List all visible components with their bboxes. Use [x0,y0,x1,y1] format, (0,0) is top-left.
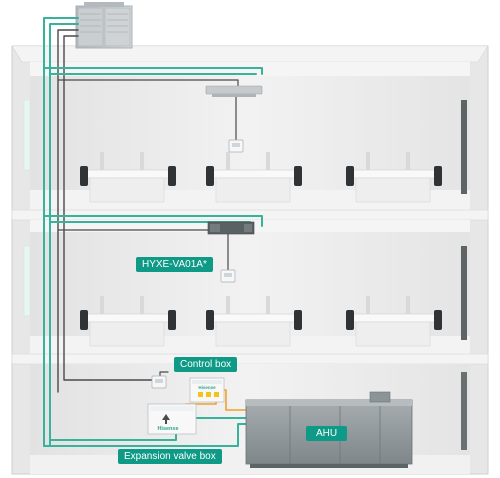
office-chair-icon [346,166,442,186]
office-desk-icon [349,296,437,347]
office-desk-icon [209,152,297,203]
office-furniture-middle [80,296,442,347]
control-box-icon: Hisense [189,377,225,403]
controller-model-label: HYXE-VA01A* [136,257,213,272]
expansion-valve-box-icon: Hisense [147,403,197,435]
office-desk-icon [209,296,297,347]
duct-unit-icon [207,221,255,235]
office-chair-icon [206,310,302,330]
office-chair-icon [346,310,442,330]
roof [11,45,489,63]
window-icon [23,99,31,317]
office-desk-icon [83,296,171,347]
office-chair-icon [80,166,176,186]
outdoor-unit-icon [75,2,133,49]
wired-controller-icon [220,269,236,283]
office-desk-icon [83,152,171,203]
wired-controller-icon [228,139,244,153]
ahu-label: AHU [306,426,348,441]
office-furniture-top [80,152,442,203]
window-icon [461,100,467,450]
brand-logo-control: Hisense [198,385,216,390]
expansion-valve-box-label: Expansion valve box [118,449,222,464]
office-chair-icon [80,310,176,330]
floor-slab-2 [11,353,489,365]
brand-logo-valve: Hisense [157,426,178,432]
wired-controller-icon [151,375,167,389]
control-box-label: Control box [174,357,238,372]
ceiling-cassette-icon [205,85,263,97]
office-desk-icon [349,152,437,203]
office-chair-icon [206,166,302,186]
